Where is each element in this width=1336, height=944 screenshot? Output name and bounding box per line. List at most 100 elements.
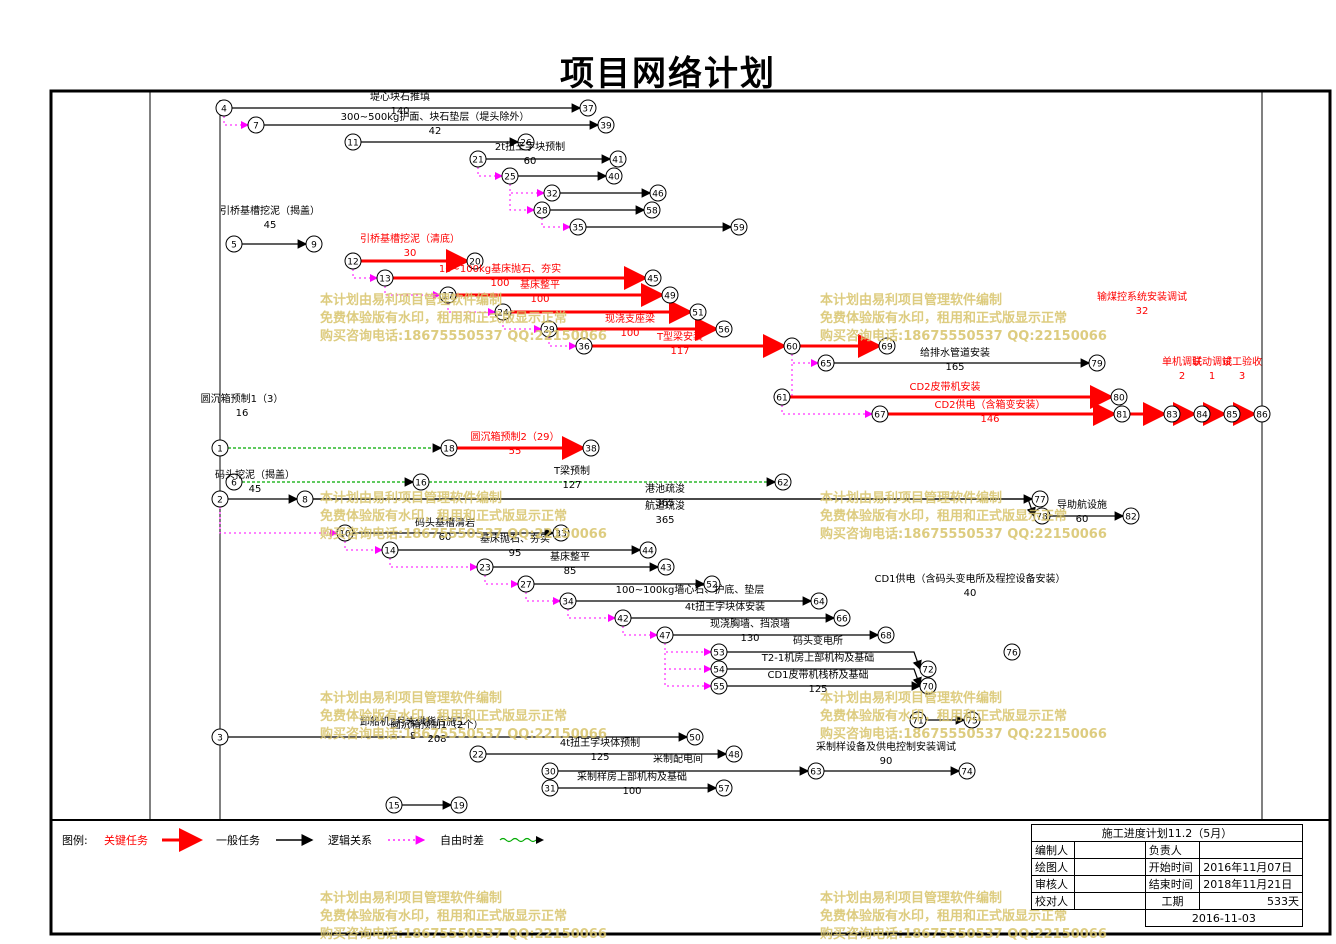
node-55: 55: [710, 677, 728, 695]
task-duration: 125: [808, 684, 827, 695]
task-name: 采制样房上部机构及基础: [577, 770, 687, 783]
svg-text:62: 62: [777, 479, 788, 489]
task-name: CD2供电（含箱变安装）: [934, 398, 1045, 411]
svg-text:12: 12: [347, 258, 358, 268]
node-13: 13: [376, 269, 394, 287]
task-duration: 165: [945, 362, 964, 373]
task-duration: 45: [249, 484, 262, 495]
node-25: 25: [501, 167, 519, 185]
node-8: 8: [296, 490, 314, 508]
task-name: 现浇胸墙、挡浪墙: [710, 617, 790, 630]
task-name: 4t扭王字块体预制: [560, 736, 640, 749]
svg-text:48: 48: [728, 751, 740, 761]
node-5: 5: [225, 235, 243, 253]
diagram-title: 项目网络计划: [560, 54, 776, 94]
svg-text:66: 66: [836, 615, 848, 625]
svg-text:26: 26: [520, 139, 532, 149]
svg-text:13: 13: [379, 275, 390, 285]
svg-text:60: 60: [786, 343, 798, 353]
node-26: 26: [517, 133, 535, 151]
duration-label: 工期: [1144, 892, 1201, 910]
node-62: 62: [774, 473, 792, 491]
node-6: 6: [225, 473, 243, 491]
node-61: 61: [773, 388, 791, 406]
task-name: 现浇支座梁: [605, 312, 655, 325]
node-81: 81: [1113, 405, 1131, 423]
svg-text:67: 67: [874, 411, 885, 421]
node-33: 33: [552, 524, 570, 542]
svg-text:40: 40: [608, 173, 620, 183]
node-20: 20: [466, 252, 484, 270]
duration-value: 533天: [1199, 892, 1303, 910]
svg-text:61: 61: [776, 394, 787, 404]
svg-text:86: 86: [1256, 411, 1268, 421]
task-label: 码头挖泥（揭盖） 45: [215, 468, 295, 495]
edge-21-25: [477, 167, 503, 180]
node-42: 42: [614, 609, 632, 627]
task-name: 基床抛石、夯实: [480, 532, 550, 545]
task-name: 采制配电间: [653, 752, 703, 765]
edge-34-42: [567, 609, 616, 622]
node-44: 44: [639, 541, 657, 559]
node-80: 80: [1110, 388, 1128, 406]
svg-text:21: 21: [472, 156, 483, 166]
node-22: 22: [469, 745, 487, 763]
svg-text:9: 9: [311, 241, 317, 251]
svg-text:56: 56: [718, 326, 730, 336]
svg-text:70: 70: [922, 683, 934, 693]
node-2: 2: [211, 490, 229, 508]
node-70: 70: [919, 677, 937, 695]
node-41: 41: [609, 150, 627, 168]
task-label: 采制样房上部机构及基础 100: [577, 770, 687, 797]
node-32: 32: [543, 184, 561, 202]
edge-53-72: [727, 651, 922, 671]
node-54: 54: [710, 660, 728, 678]
task-label: 圆沉箱预制1（2个）208: [391, 718, 484, 745]
node-27: 27: [517, 575, 535, 593]
svg-text:47: 47: [659, 632, 670, 642]
node-43: 43: [657, 558, 675, 576]
plan-date: 2016-11-03: [1144, 909, 1304, 927]
svg-text:68: 68: [880, 632, 892, 642]
task-duration: 100: [620, 328, 639, 339]
svg-text:42: 42: [617, 615, 628, 625]
svg-text:28: 28: [536, 207, 548, 217]
task-label: 4t扭王字块体安装: [685, 600, 765, 613]
task-name: 基床整平: [520, 278, 560, 291]
legend-prefix: 图例:: [62, 834, 88, 847]
task-name: 引桥基槽挖泥（清底）: [360, 232, 460, 245]
edge-8-78: [313, 498, 1036, 518]
svg-text:46: 46: [652, 190, 664, 200]
svg-text:7: 7: [253, 122, 259, 132]
node-35: 35: [569, 218, 587, 236]
task-duration: 117: [670, 346, 689, 357]
node-1: 1: [211, 439, 229, 457]
svg-text:85: 85: [1226, 411, 1237, 421]
node-38: 38: [582, 439, 600, 457]
svg-text:84: 84: [1196, 411, 1208, 421]
svg-text:23: 23: [479, 564, 490, 574]
task-label: 引桥基槽挖泥（揭盖）45: [220, 204, 320, 231]
task-duration: 100: [622, 786, 641, 797]
node-83: 83: [1163, 405, 1181, 423]
task-label: T2-1机房上部机构及基础: [761, 651, 874, 664]
task-name: 码头挖泥（揭盖）: [215, 468, 295, 481]
node-84: 84: [1193, 405, 1211, 423]
legend-float-wave: [499, 837, 537, 843]
edge-12-13: [352, 269, 378, 282]
task-name: 输煤控系统安装调试: [1097, 290, 1187, 303]
task-duration: 60: [439, 532, 452, 543]
node-78: 78: [1033, 507, 1051, 525]
svg-text:24: 24: [497, 309, 509, 319]
svg-text:82: 82: [1125, 513, 1136, 523]
node-15: 15: [385, 796, 403, 814]
node-68: 68: [877, 626, 895, 644]
svg-text:16: 16: [415, 479, 427, 489]
node-18: 18: [440, 439, 458, 457]
task-duration: 90: [880, 756, 893, 767]
end-value: 2018年11月21日: [1199, 875, 1303, 893]
